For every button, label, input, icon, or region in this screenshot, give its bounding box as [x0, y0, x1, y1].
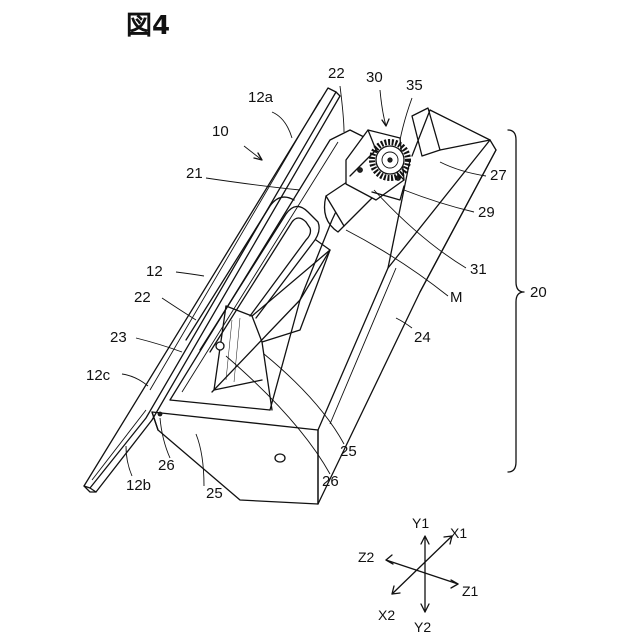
label-M: M: [450, 289, 463, 306]
label-25-right: 25: [340, 443, 357, 460]
label-26-bottom: 26: [322, 473, 339, 490]
bracket-22: [186, 197, 319, 352]
label-26-left: 26: [158, 457, 175, 474]
axis-z1: Z1: [462, 583, 479, 599]
bracket-27: [412, 108, 490, 156]
label-27: 27: [490, 167, 507, 184]
axis-x2: X2: [378, 607, 395, 623]
label-12: 12: [146, 263, 163, 280]
figure-title: 図4: [126, 11, 170, 41]
label-23: 23: [110, 329, 127, 346]
axis-indicator: Y1 X1 Z2 Z1 X2 Y2: [358, 515, 479, 635]
cabinet-base: [152, 412, 318, 504]
label-20: 20: [530, 284, 547, 301]
axis-y2: Y2: [414, 619, 431, 635]
screw-26: [216, 342, 224, 350]
label-22-top: 22: [328, 65, 345, 82]
axis-y1: Y1: [412, 515, 429, 531]
label-30: 30: [366, 69, 383, 86]
label-25-bottom: 25: [206, 485, 223, 502]
label-22-left: 22: [134, 289, 151, 306]
brace-20: [508, 130, 524, 472]
label-12c: 12c: [86, 367, 111, 384]
compartment-25: [214, 240, 330, 410]
screw-hole: [275, 454, 285, 462]
label-24: 24: [414, 329, 431, 346]
axis-x1: X1: [450, 525, 467, 541]
label-35: 35: [406, 77, 423, 94]
label-21: 21: [186, 165, 203, 182]
screw-26-left: [158, 412, 162, 416]
reference-labels: 12a 10 22 30 35 21 27 29 31 12 M 20 22 2…: [86, 65, 547, 502]
axis-z2: Z2: [358, 549, 375, 565]
label-12a: 12a: [248, 89, 274, 106]
label-31: 31: [470, 261, 487, 278]
label-10: 10: [212, 123, 229, 140]
door-panel: [84, 88, 340, 492]
label-29: 29: [478, 204, 495, 221]
label-12b: 12b: [126, 477, 151, 494]
